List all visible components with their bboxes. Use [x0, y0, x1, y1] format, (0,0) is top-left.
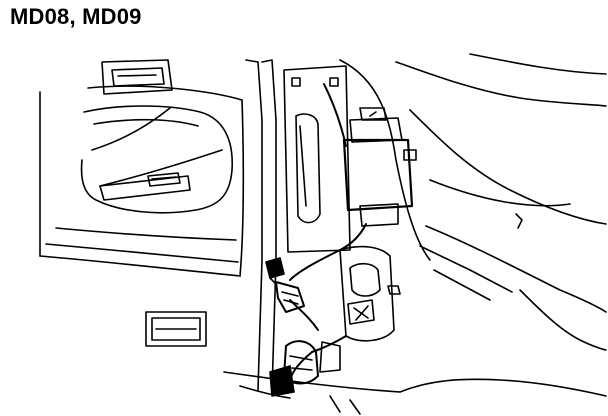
window-opening	[284, 66, 350, 252]
mounting-bracket	[340, 247, 400, 341]
door-panel	[40, 86, 243, 276]
seat-side-panel	[410, 110, 606, 350]
connector-md08	[266, 258, 304, 312]
wire-harness	[290, 84, 366, 380]
door-handle	[102, 60, 172, 94]
control-module	[344, 108, 416, 226]
door-pull-pocket	[100, 173, 190, 200]
floor-sill	[224, 372, 606, 414]
connector-md09	[270, 341, 340, 396]
b-pillar-trim	[240, 60, 290, 398]
figure-title: MD08, MD09	[10, 4, 142, 29]
door-pocket-vent	[146, 312, 206, 346]
quarter-trim	[340, 54, 606, 260]
